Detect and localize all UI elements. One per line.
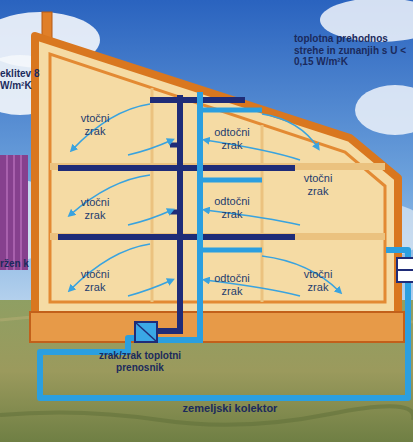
room-airflow: vtočni zrak	[295, 172, 341, 197]
airflow-arrow	[70, 104, 340, 296]
extract-duct	[157, 328, 183, 334]
room-airflow: vtočni zrak	[72, 112, 118, 137]
airflow-arrow	[72, 104, 150, 150]
house-shell	[35, 36, 398, 315]
house-shell	[50, 163, 385, 170]
supply-duct	[197, 92, 203, 340]
supply-duct	[40, 250, 408, 398]
airflow-arrow	[262, 114, 318, 148]
house-shell	[50, 233, 385, 240]
component-label: zrak/zrak toplotni prenosnik	[85, 350, 195, 373]
heat-exchanger-symbol	[135, 322, 157, 342]
airflow-arrow	[128, 280, 172, 296]
filter-symbol	[397, 258, 413, 282]
heat-exchanger-symbol	[135, 322, 157, 342]
house-shell	[50, 54, 385, 302]
heat-exchanger-symbol	[135, 322, 157, 342]
background	[0, 300, 413, 442]
supply-duct	[200, 178, 262, 183]
filter-symbol	[397, 269, 413, 271]
component-label: zemeljski kolektor	[150, 402, 310, 415]
airflow-arrow	[205, 140, 300, 160]
house-shell	[261, 125, 264, 302]
house-shell	[151, 88, 154, 302]
filter-symbol	[397, 258, 413, 282]
house-shell	[30, 312, 404, 342]
extract-duct	[170, 143, 180, 148]
glazing-panel	[6, 155, 8, 270]
airflow-arrow	[128, 210, 172, 225]
room-airflow: vtočni zrak	[72, 268, 118, 293]
supply-duct	[200, 248, 262, 253]
airflow-arrow	[128, 140, 172, 155]
wall-value: ržen k	[0, 258, 30, 270]
room-airflow: odtočni zrak	[209, 126, 255, 151]
extract-duct	[58, 234, 295, 240]
glazing-panel	[13, 155, 15, 270]
airflow-arrow	[70, 175, 150, 215]
supply-duct	[200, 108, 262, 113]
glazing-panel	[0, 155, 28, 270]
room-airflow: vtočni zrak	[72, 196, 118, 221]
roof-wall-value: toplotna prehodnos strehe in zunanjih s …	[294, 33, 411, 68]
glazing-panel	[0, 155, 28, 270]
glazing-value: eklitev 8 W/m²K	[0, 68, 48, 91]
extract-duct	[58, 165, 295, 171]
glazing-panel	[20, 155, 22, 270]
room-airflow: vtočni zrak	[295, 268, 341, 293]
background	[355, 85, 413, 135]
extract-duct	[58, 95, 295, 331]
supply-duct	[157, 337, 203, 343]
airflow-arrow	[205, 210, 300, 225]
room-airflow: odtočni zrak	[209, 272, 255, 297]
airflow-arrow	[70, 244, 150, 290]
supply-duct	[40, 92, 408, 398]
room-airflow: odtočni zrak	[209, 195, 255, 220]
